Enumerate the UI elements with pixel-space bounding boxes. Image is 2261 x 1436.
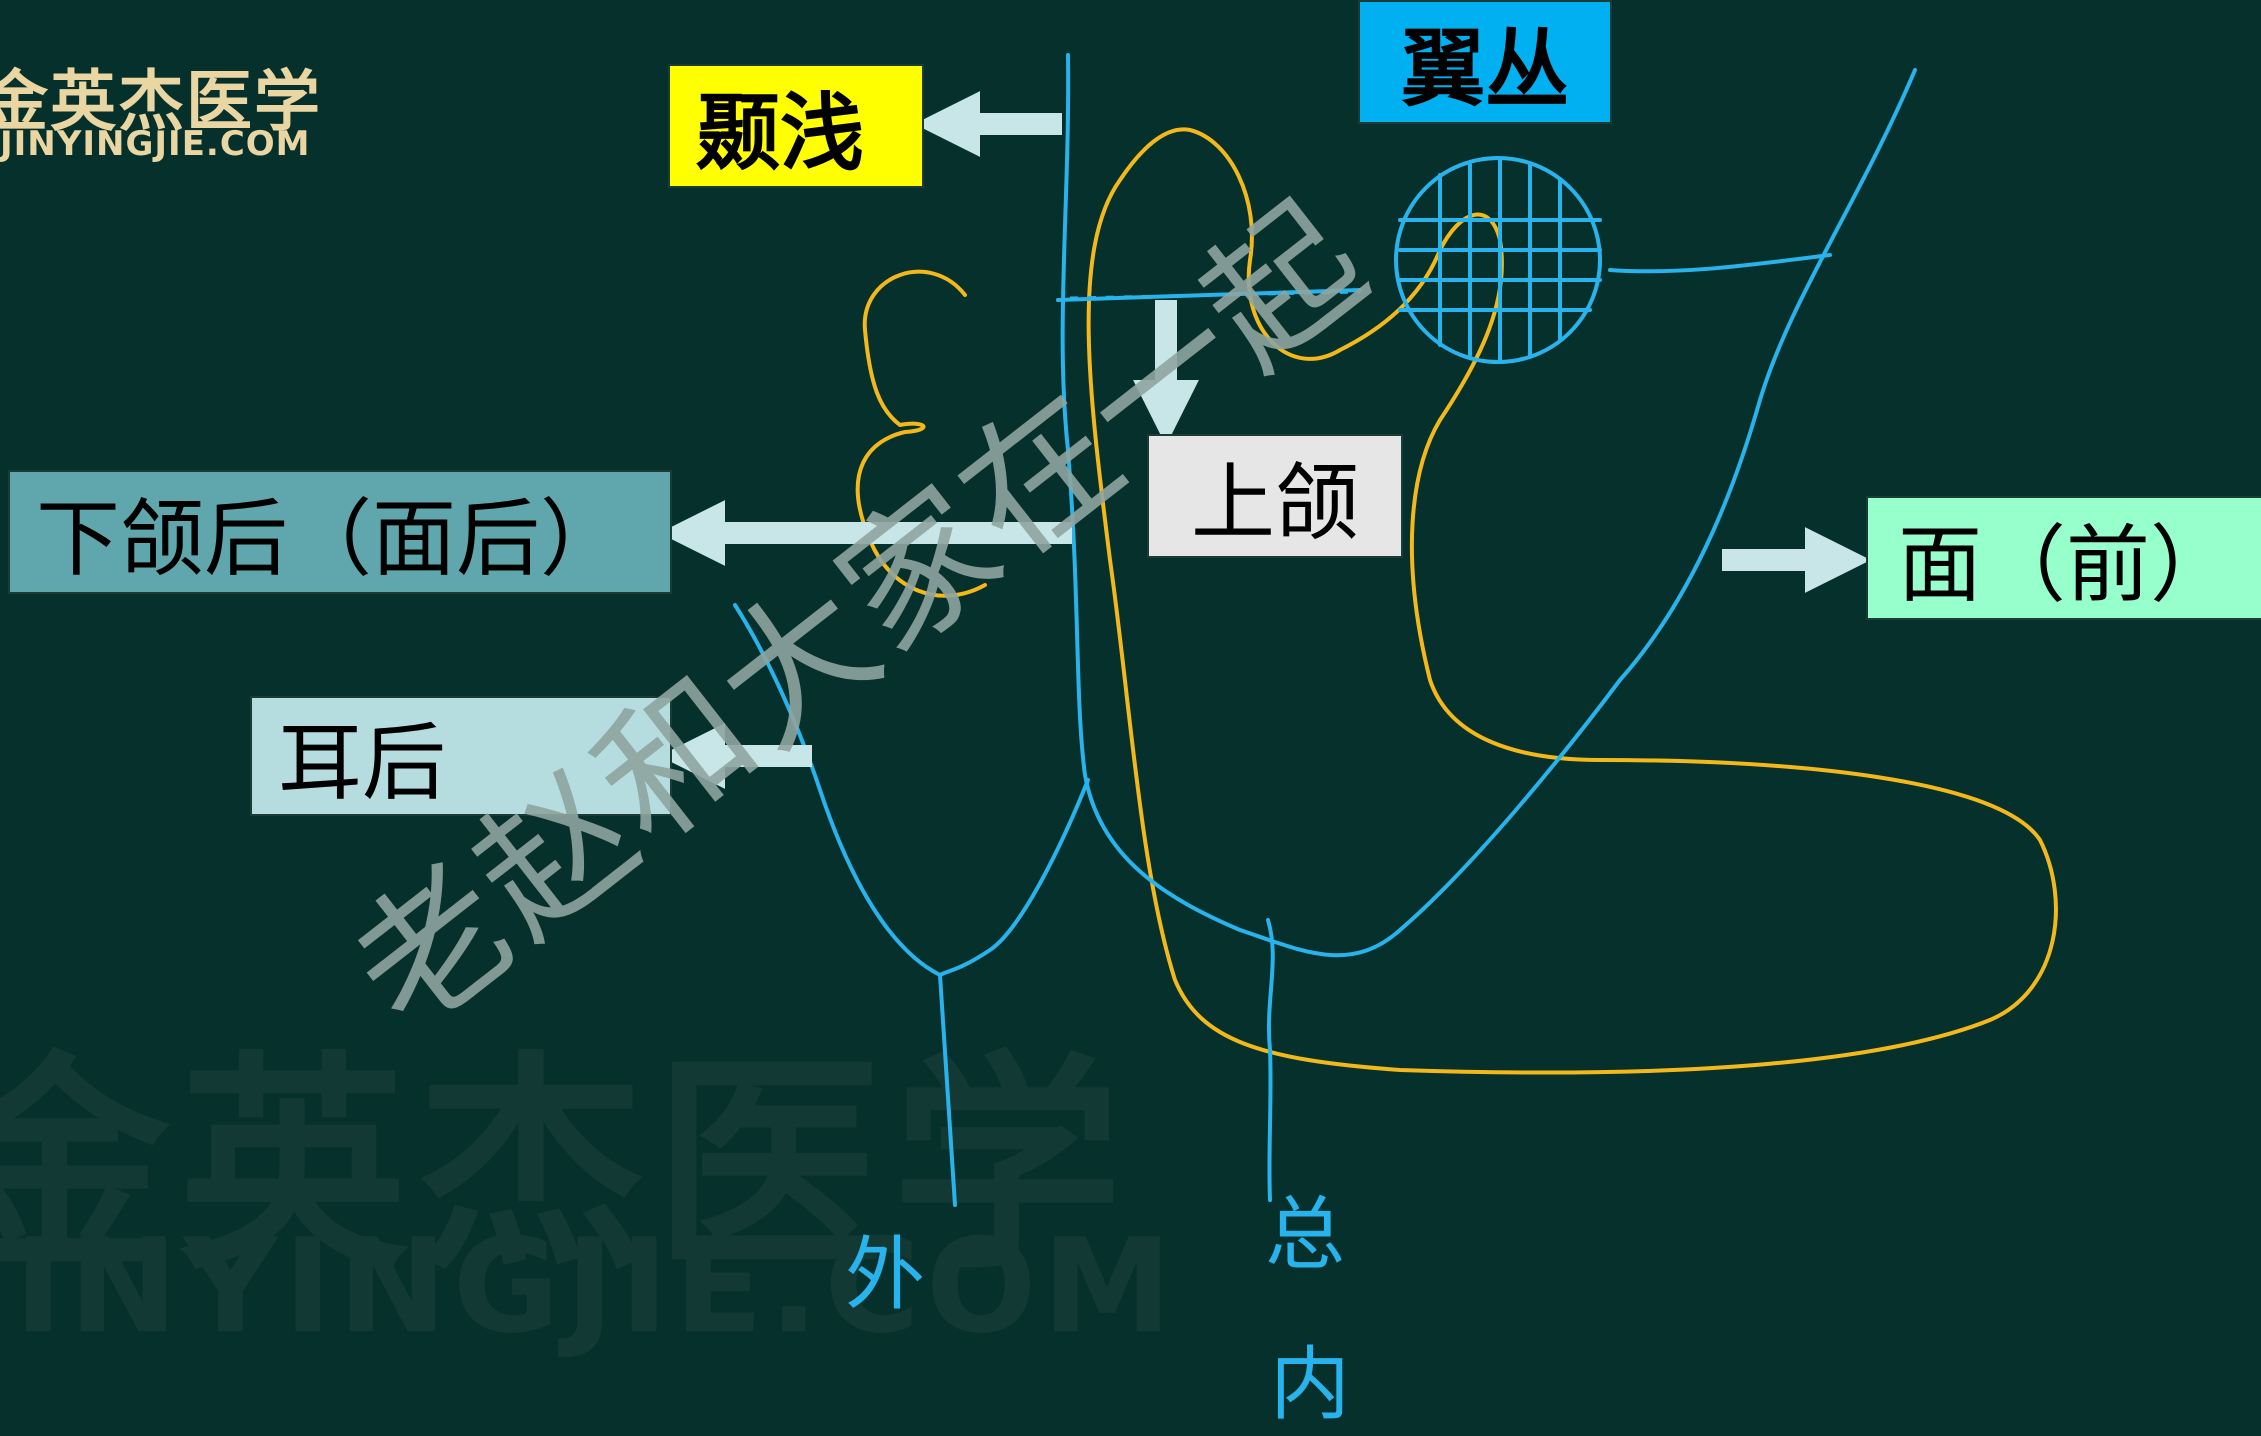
logo-text-en: JINYINGJIE.COM [0,124,311,164]
background-watermark-cn: 金英杰医学 [0,1034,1131,1301]
retromandibular-vein [938,778,1090,977]
label-posterior-auricular: 耳后 [250,696,672,816]
posterior-auricular-vein [733,603,942,977]
annotation-common: 总 [1265,1188,1345,1281]
background-watermark-en: JINYINGJIE.COM [0,1210,1178,1362]
superficial-temporal-vein [1060,53,1917,958]
annotation-external: 外 [845,1228,925,1321]
annotation-internal: 内 [1270,1338,1350,1431]
logo-text-cn: 金英杰医学 [0,63,322,140]
facial-vein-upper [1608,253,1832,274]
ear-outline [855,269,987,598]
label-superficial-temporal: 颞浅 [668,64,924,188]
face-outline [1086,127,2058,1075]
dashed-line [1069,290,1361,300]
pterygoid-plexus [1394,156,1602,364]
external-jugular-vein [938,973,957,1207]
label-pterygoid-plexus: 翼丛 [1358,0,1612,124]
background-watermark: 金英杰医学 JINYINGJIE.COM [0,980,1200,1400]
common-facial-vein [1266,918,1275,1202]
label-retromandibular: 下颌后（面后） [8,470,672,594]
label-facial-anterior: 面（前） [1866,496,2261,620]
label-maxillary: 上颌 [1147,434,1403,558]
